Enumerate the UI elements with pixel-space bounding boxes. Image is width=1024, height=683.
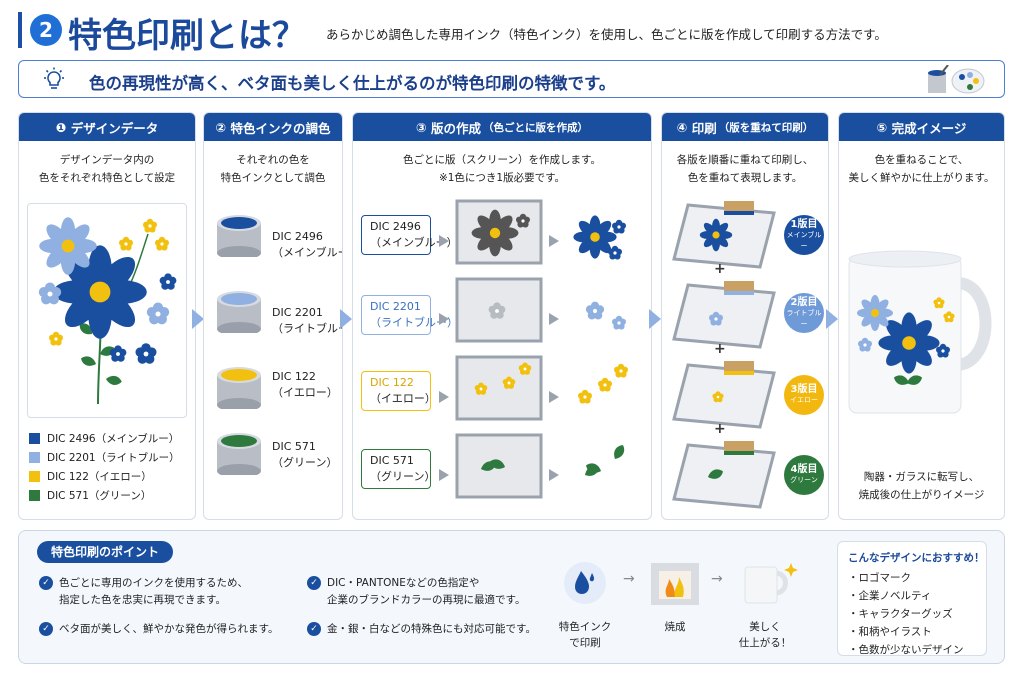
- plate-label: DIC 571（グリーン）: [361, 449, 435, 489]
- print-order-badge: 3版目イエロー: [784, 375, 824, 415]
- print-order-badge: 1版目メインブルー: [784, 215, 824, 255]
- recommend-title: こんなデザインにおすすめ！: [848, 552, 985, 564]
- check-icon: ✓: [307, 576, 321, 590]
- mug-illustration: [848, 250, 992, 414]
- ink-drop-icon: [564, 562, 606, 604]
- step-header: ③ 版の作成（色ごとに版を作成）: [353, 113, 651, 141]
- ink-label: DIC 2201（ライトブルー）: [272, 306, 342, 335]
- recommend-item: ・和柄やイラスト: [848, 626, 932, 638]
- step-printing: ④ 印刷（版を重ねて印刷） 各版を順番に重ねて印刷し、 色を重ねて表現します。 …: [661, 112, 829, 520]
- step-design-data: ❶ デザインデータ デザインデータ内の 色をそれぞれ特色として設定 DIC 24…: [18, 112, 196, 520]
- ink-can-icon: [217, 215, 261, 257]
- flow-arrow-icon: [192, 309, 204, 329]
- legend-item: DIC 571（グリーン）: [29, 488, 151, 503]
- recommend-item: ・企業ノベルティ: [848, 590, 932, 602]
- flow-arrow-icon: →: [711, 571, 723, 587]
- point-item: ✓DIC・PANTONEなどの色指定や企業のブランドカラーの再現に最適です。: [307, 575, 525, 609]
- step-description: 色ごとに版（スクリーン）を作成します。 ※1色につき1版必要です。: [403, 154, 601, 184]
- flow-step-label: 美しく仕上がる！: [738, 621, 792, 649]
- point-item: ✓色ごとに専用のインクを使用するため、指定した色を忠実に再現できます。: [39, 575, 248, 609]
- points-section: 特色印刷のポイント ✓色ごとに専用のインクを使用するため、指定した色を忠実に再現…: [18, 530, 1005, 664]
- step-header: ❶ デザインデータ: [19, 113, 195, 141]
- recommend-item: ・色数が少ないデザイン: [848, 644, 964, 656]
- ink-label: DIC 571（グリーン）: [272, 440, 338, 469]
- check-icon: ✓: [39, 622, 53, 636]
- flow-arrow-icon: [340, 309, 352, 329]
- banner-text: 色の再現性が高く、ベタ面も美しく仕上がるのが特色印刷の特徴です。: [89, 74, 616, 93]
- finished-caption: 陶器・ガラスに転写し、 焼成後の仕上がりイメージ: [858, 471, 985, 501]
- step-description: 各版を順番に重ねて印刷し、 色を重ねて表現します。: [676, 154, 814, 184]
- plate-label: DIC 2201（ライトブルー）: [361, 295, 458, 335]
- flow-arrow-icon: →: [623, 571, 635, 587]
- plus-icon: +: [714, 341, 726, 357]
- step-header: ⑤ 完成イメージ: [839, 113, 1004, 141]
- step-description: それぞれの色を 特色インクとして調色: [220, 154, 326, 184]
- flow-step-label: 特色インクで印刷: [558, 621, 612, 649]
- plus-icon: +: [714, 421, 726, 437]
- color-swatch: [29, 471, 40, 482]
- design-illustration: [27, 203, 187, 418]
- points-title: 特色印刷のポイント: [37, 541, 174, 563]
- ink-label: DIC 122（イエロー）: [272, 370, 338, 399]
- lightbulb-icon: [44, 67, 64, 89]
- header-accent-bar: [18, 12, 22, 48]
- flow-arrow-icon: [826, 309, 838, 329]
- recommend-item: ・キャラクターグッズ: [848, 608, 953, 620]
- step-description: デザインデータ内の 色をそれぞれ特色として設定: [38, 154, 176, 184]
- finished-mug-icon: [744, 563, 798, 604]
- check-icon: ✓: [39, 576, 53, 590]
- step-ink-mixing: ② 特色インクの調色 それぞれの色を 特色インクとして調色 DIC 2496（メ…: [203, 112, 343, 520]
- plate-diagram: [439, 199, 628, 499]
- step-header: ④ 印刷（版を重ねて印刷）: [662, 113, 828, 141]
- legend-item: DIC 2201（ライトブルー）: [29, 450, 180, 465]
- print-screens-illustration: [672, 201, 776, 509]
- ink-label: DIC 2496（メインブルー）: [272, 230, 342, 259]
- flow-arrow-icon: [649, 309, 661, 329]
- color-swatch: [29, 433, 40, 444]
- color-swatch: [29, 490, 40, 501]
- paint-palette-icon: [928, 65, 985, 94]
- color-swatch: [29, 452, 40, 463]
- page-header: 2 特色印刷とは？ あらかじめ調色した専用インク（特色インク）を使用し、色ごとに…: [18, 8, 1008, 56]
- step-description: 色を重ねることで、 美しく鮮やかに仕上がります。: [848, 154, 995, 184]
- print-order-badge: 4版目グリーン: [784, 455, 824, 495]
- legend-item: DIC 2496（メインブルー）: [29, 431, 179, 446]
- plus-icon: +: [714, 261, 726, 277]
- legend-item: DIC 122（イエロー）: [29, 469, 152, 484]
- step-plate-making: ③ 版の作成（色ごとに版を作成） 色ごとに版（スクリーン）を作成します。 ※1色…: [352, 112, 652, 520]
- recommend-box: こんなデザインにおすすめ！ ・ロゴマーク ・企業ノベルティ ・キャラクターグッズ…: [837, 541, 987, 656]
- section-number: 2: [30, 14, 62, 46]
- print-order-badge: 2版目ライトブルー: [784, 293, 824, 333]
- recommend-item: ・ロゴマーク: [848, 572, 911, 584]
- ink-can-icon: [217, 367, 261, 409]
- point-item: ✓ベタ面が美しく、鮮やかな発色が得られます。: [39, 621, 278, 638]
- ink-can-icon: [217, 433, 261, 475]
- step-finished-image: ⑤ 完成イメージ 色を重ねることで、 美しく鮮やかに仕上がります。 陶器・ガラス…: [838, 112, 1005, 520]
- plate-label: DIC 122（イエロー）: [361, 371, 436, 411]
- ink-can-icon: [217, 291, 261, 333]
- page-description: あらかじめ調色した専用インク（特色インク）を使用し、色ごとに版を作成して印刷する…: [326, 27, 887, 42]
- plate-label: DIC 2496（メインブルー）: [361, 215, 458, 255]
- flow-step-label: 焼成: [664, 621, 686, 633]
- point-item: ✓金・銀・白などの特殊色にも対応可能です。: [307, 621, 536, 638]
- kiln-icon: [651, 563, 699, 605]
- feature-banner: 色の再現性が高く、ベタ面も美しく仕上がるのが特色印刷の特徴です。: [18, 60, 1005, 98]
- step-header: ② 特色インクの調色: [204, 113, 342, 141]
- flower-artwork: [38, 217, 177, 405]
- check-icon: ✓: [307, 622, 321, 636]
- page-title: 特色印刷とは？: [68, 16, 306, 56]
